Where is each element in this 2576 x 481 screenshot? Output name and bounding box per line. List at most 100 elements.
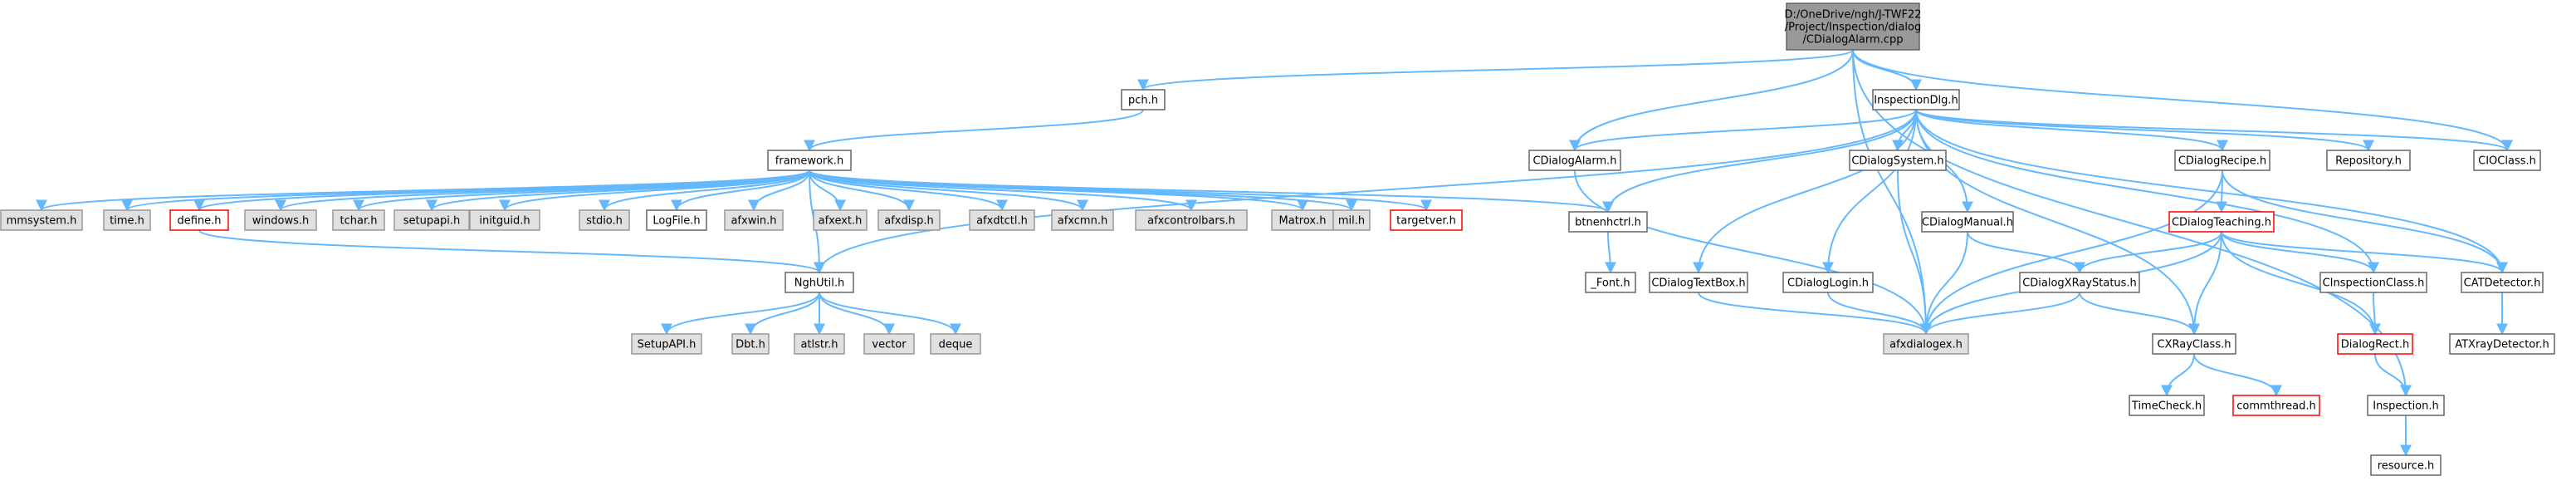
node-stdio[interactable]: stdio.h — [579, 209, 630, 231]
node-box — [332, 209, 385, 231]
edge-framework-to-setupapi — [426, 169, 810, 212]
node-afxdisp[interactable]: afxdisp.h — [877, 209, 941, 231]
node-label: CDialogLogin.h — [1787, 277, 1869, 290]
node-box — [1135, 209, 1248, 231]
node-atlstr[interactable]: atlstr.h — [794, 333, 845, 355]
node-box — [393, 209, 470, 231]
node-inspection[interactable]: Inspection.h — [2367, 395, 2445, 416]
node-mmsystem[interactable]: mmsystem.h — [0, 209, 83, 231]
node-label: CXRayClass.h — [2158, 339, 2231, 351]
node-setupapi2[interactable]: SetupAPI.h — [631, 333, 702, 355]
node-cdlgrecipe[interactable]: CDialogRecipe.h — [2174, 150, 2270, 171]
node-afxext[interactable]: afxext.h — [813, 209, 868, 231]
node-cdlgxray[interactable]: CDialogXRayStatus.h — [2019, 272, 2140, 293]
node-label: framework.h — [775, 155, 843, 168]
node-resource[interactable]: resource.h — [2370, 454, 2442, 476]
node-time[interactable]: time.h — [103, 209, 151, 231]
node-afxdtctl[interactable]: afxdtctl.h — [969, 209, 1035, 231]
node-atxray[interactable]: ATXrayDetector.h — [2449, 333, 2555, 355]
node-cioclass[interactable]: CIOClass.h — [2473, 150, 2541, 171]
node-label: define.h — [177, 215, 221, 228]
edge-nghutil-to-vector — [819, 292, 895, 336]
node-label: mil.h — [1338, 215, 1365, 228]
node-label: ATXrayDetector.h — [2455, 339, 2549, 351]
node-dbt[interactable]: Dbt.h — [731, 333, 770, 355]
edges-layer — [36, 49, 2513, 457]
node-cdlgtextbox[interactable]: CDialogTextBox.h — [1649, 272, 1748, 293]
node-inspdlg[interactable]: InspectionDlg.h — [1872, 89, 1960, 110]
node-commthread[interactable]: commthread.h — [2232, 395, 2320, 416]
node-framework[interactable]: framework.h — [767, 150, 852, 171]
edge-inspdlg-to-cioclass — [1915, 109, 2513, 152]
edge-inspdlg-to-nghutil — [814, 109, 1917, 274]
node-deque[interactable]: deque — [930, 333, 981, 355]
node-label: NghUtil.h — [794, 277, 844, 290]
edge-cxrayclass-to-timecheck — [2161, 353, 2195, 397]
node-label: CDialogAlarm.h — [1532, 155, 1616, 168]
edge-framework-to-stdio — [599, 169, 810, 212]
node-timecheck[interactable]: TimeCheck.h — [2129, 395, 2205, 416]
node-windows[interactable]: windows.h — [244, 209, 317, 231]
node-box — [930, 333, 981, 355]
node-label: deque — [939, 339, 973, 351]
node-root[interactable]: D:/OneDrive/ngh/J-TWF22/Project/Inspecti… — [1784, 2, 1922, 51]
node-afxcmn[interactable]: afxcmn.h — [1051, 209, 1114, 231]
edge-framework-to-define — [193, 169, 810, 212]
node-afxdialogex[interactable]: afxdialogex.h — [1883, 333, 1969, 355]
node-label: tchar.h — [340, 215, 378, 228]
node-label: mmsystem.h — [7, 215, 77, 228]
edge-nghutil-to-deque — [819, 292, 961, 336]
node-catdetector[interactable]: CATDetector.h — [2461, 272, 2544, 293]
node-box — [2367, 395, 2445, 416]
node-label: afxcmn.h — [1058, 215, 1107, 228]
node-box — [1649, 272, 1748, 293]
node-label: CDialogTeaching.h — [2172, 217, 2271, 229]
node-cdlgalarm[interactable]: CDialogAlarm.h — [1528, 150, 1621, 171]
node-matrox[interactable]: Matrox.h — [1271, 209, 1334, 231]
node-box — [1786, 2, 1920, 51]
node-mil[interactable]: mil.h — [1332, 209, 1371, 231]
edge-framework-to-initguid — [499, 169, 810, 212]
node-box — [724, 209, 784, 231]
edge-inspdlg-to-cdlglogin — [1822, 109, 1917, 274]
edge-framework-to-afxdisp — [809, 169, 915, 212]
node-font[interactable]: _Font.h — [1585, 272, 1636, 293]
edge-inspdlg-to-cdlgrecipe — [1915, 109, 2228, 152]
edge-root-to-cioclass — [1852, 49, 2513, 152]
node-label: D:/OneDrive/ngh/J-TWF22 — [1784, 9, 1921, 22]
node-targetver[interactable]: targetver.h — [1390, 209, 1463, 231]
node-dialogrect[interactable]: DialogRect.h — [2337, 333, 2413, 355]
node-box — [2174, 150, 2270, 171]
node-afxwin[interactable]: afxwin.h — [724, 209, 784, 231]
node-setupapi[interactable]: setupapi.h — [393, 209, 470, 231]
node-cxrayclass[interactable]: CXRayClass.h — [2152, 333, 2236, 355]
edge-root-to-inspdlg — [1852, 49, 1922, 91]
node-cdlglogin[interactable]: CDialogLogin.h — [1782, 272, 1874, 293]
node-repository[interactable]: Repository.h — [2326, 150, 2411, 171]
node-pch[interactable]: pch.h — [1121, 89, 1166, 110]
node-box — [2129, 395, 2205, 416]
node-nghutil[interactable]: NghUtil.h — [785, 272, 854, 293]
node-box — [2019, 272, 2140, 293]
node-afxcontrolbars[interactable]: afxcontrolbars.h — [1135, 209, 1248, 231]
node-cdlgteaching[interactable]: CDialogTeaching.h — [2168, 211, 2275, 233]
edge-framework-to-btnenh — [809, 169, 1614, 214]
node-label: CDialogRecipe.h — [2178, 155, 2266, 168]
edge-btnenh-to-font — [1604, 231, 1616, 274]
node-vector[interactable]: vector — [863, 333, 915, 355]
node-box — [2232, 395, 2320, 416]
node-define[interactable]: define.h — [169, 209, 229, 231]
node-label: time.h — [110, 215, 144, 228]
node-initguid[interactable]: initguid.h — [469, 209, 540, 231]
node-box — [2473, 150, 2541, 171]
edge-cdlgsystem-to-afxdialogex — [1897, 169, 1932, 336]
node-tchar[interactable]: tchar.h — [332, 209, 385, 231]
node-box — [1782, 272, 1874, 293]
node-box — [1883, 333, 1969, 355]
node-cdlgsystem[interactable]: CDialogSystem.h — [1849, 150, 1947, 171]
node-cinspclass[interactable]: CInspectionClass.h — [2319, 272, 2427, 293]
node-logfile[interactable]: LogFile.h — [646, 209, 707, 231]
node-btnenh[interactable]: btnenhctrl.h — [1568, 211, 1648, 233]
node-cdlgmanual[interactable]: CDialogManual.h — [1921, 211, 2014, 233]
